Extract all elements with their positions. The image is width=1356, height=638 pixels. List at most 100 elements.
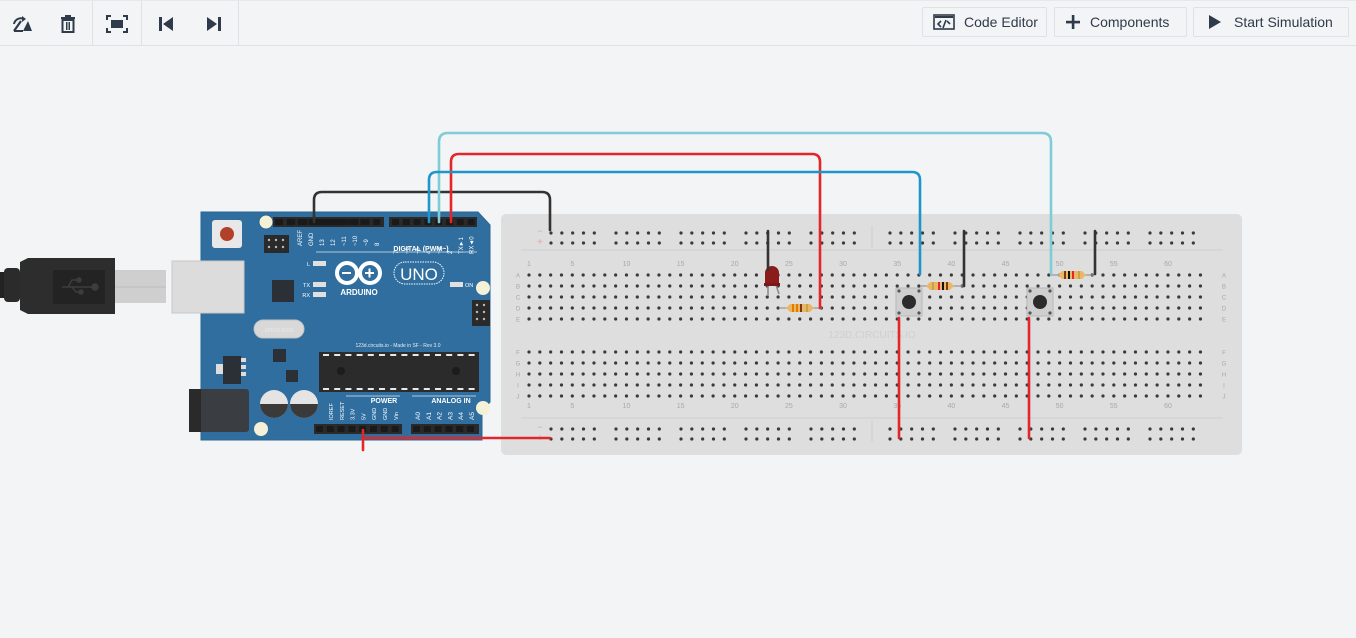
- rail-hole[interactable]: [592, 231, 596, 235]
- rail-hole[interactable]: [841, 437, 846, 441]
- breadboard-hole[interactable]: [1144, 372, 1148, 376]
- breadboard-hole[interactable]: [852, 394, 856, 398]
- rail-hole[interactable]: [931, 427, 935, 431]
- breadboard-hole[interactable]: [830, 295, 834, 299]
- breadboard-hole[interactable]: [538, 295, 542, 299]
- breadboard-hole[interactable]: [679, 394, 683, 398]
- breadboard-hole[interactable]: [808, 361, 813, 365]
- breadboard-hole[interactable]: [819, 350, 824, 354]
- breadboard-hole[interactable]: [776, 295, 780, 299]
- breadboard-hole[interactable]: [1155, 383, 1159, 387]
- breadboard-hole[interactable]: [679, 350, 683, 354]
- breadboard-hole[interactable]: [1036, 317, 1040, 321]
- breadboard-hole[interactable]: [559, 295, 564, 299]
- rail-hole[interactable]: [1083, 231, 1087, 235]
- wire-red-5v[interactable]: [361, 428, 552, 452]
- breadboard-hole[interactable]: [819, 372, 824, 376]
- breadboard-hole[interactable]: [884, 273, 888, 277]
- breadboard-hole[interactable]: [603, 284, 607, 288]
- breadboard-hole[interactable]: [928, 361, 932, 365]
- header-pin[interactable]: [391, 426, 399, 432]
- breadboard-hole[interactable]: [852, 383, 856, 387]
- breadboard-hole[interactable]: [1112, 350, 1116, 354]
- breadboard-hole[interactable]: [852, 295, 856, 299]
- breadboard-hole[interactable]: [549, 372, 553, 376]
- breadboard-hole[interactable]: [928, 383, 932, 387]
- breadboard-hole[interactable]: [1068, 350, 1073, 354]
- breadboard-hole[interactable]: [679, 295, 683, 299]
- breadboard-hole[interactable]: [581, 350, 585, 354]
- breadboard-hole[interactable]: [1079, 317, 1083, 321]
- breadboard-hole[interactable]: [949, 317, 953, 321]
- breadboard-hole[interactable]: [657, 372, 661, 376]
- breadboard-hole[interactable]: [527, 394, 531, 398]
- breadboard-hole[interactable]: [971, 361, 975, 365]
- breadboard-hole[interactable]: [570, 383, 574, 387]
- rail-hole[interactable]: [964, 427, 968, 431]
- rail-hole[interactable]: [1180, 437, 1185, 441]
- breadboard-hole[interactable]: [808, 350, 813, 354]
- breadboard-hole[interactable]: [798, 361, 802, 365]
- rail-hole[interactable]: [920, 427, 925, 431]
- rail-hole[interactable]: [1029, 241, 1033, 245]
- breadboard-hole[interactable]: [1133, 273, 1138, 277]
- breadboard-hole[interactable]: [971, 383, 975, 387]
- breadboard-hole[interactable]: [1090, 350, 1094, 354]
- rail-hole[interactable]: [899, 231, 903, 235]
- rail-hole[interactable]: [1105, 427, 1109, 431]
- breadboard-hole[interactable]: [1166, 394, 1170, 398]
- breadboard-hole[interactable]: [1188, 284, 1192, 288]
- rail-hole[interactable]: [560, 231, 564, 235]
- breadboard-hole[interactable]: [884, 361, 888, 365]
- rail-hole[interactable]: [852, 437, 856, 441]
- breadboard-hole[interactable]: [657, 273, 661, 277]
- breadboard-hole[interactable]: [1144, 361, 1148, 365]
- breadboard-hole[interactable]: [993, 372, 997, 376]
- breadboard-hole[interactable]: [1155, 394, 1159, 398]
- breadboard-hole[interactable]: [646, 317, 650, 321]
- breadboard-hole[interactable]: [830, 317, 834, 321]
- wire-blue-pin4[interactable]: [427, 170, 922, 276]
- rail-hole[interactable]: [831, 437, 835, 441]
- header-pin[interactable]: [413, 426, 420, 432]
- breadboard-hole[interactable]: [733, 317, 737, 321]
- breadboard-hole[interactable]: [1079, 295, 1083, 299]
- breadboard-hole[interactable]: [1123, 284, 1127, 288]
- breadboard-hole[interactable]: [689, 273, 694, 277]
- breadboard-hole[interactable]: [614, 394, 618, 398]
- rail-hole[interactable]: [1061, 241, 1065, 245]
- breadboard-hole[interactable]: [1144, 273, 1148, 277]
- breadboard-hole[interactable]: [863, 372, 867, 376]
- breadboard-hole[interactable]: [917, 361, 921, 365]
- header-pin[interactable]: [276, 219, 283, 225]
- breadboard-hole[interactable]: [1198, 273, 1203, 277]
- breadboard-hole[interactable]: [559, 273, 564, 277]
- rail-hole[interactable]: [931, 231, 935, 235]
- rail-hole[interactable]: [646, 437, 651, 441]
- breadboard-hole[interactable]: [787, 284, 791, 288]
- rail-hole[interactable]: [852, 427, 856, 431]
- breadboard-hole[interactable]: [841, 372, 845, 376]
- breadboard-hole[interactable]: [1198, 383, 1203, 387]
- breadboard-hole[interactable]: [1198, 295, 1203, 299]
- breadboard-hole[interactable]: [841, 394, 845, 398]
- breadboard-hole[interactable]: [960, 383, 964, 387]
- rail-hole[interactable]: [1115, 231, 1120, 235]
- breadboard-hole[interactable]: [635, 284, 639, 288]
- rail-hole[interactable]: [985, 231, 990, 235]
- breadboard-hole[interactable]: [733, 394, 737, 398]
- rail-hole[interactable]: [744, 231, 748, 235]
- breadboard-hole[interactable]: [906, 350, 910, 354]
- breadboard-hole[interactable]: [863, 295, 867, 299]
- breadboard-hole[interactable]: [614, 361, 618, 365]
- breadboard-hole[interactable]: [1014, 284, 1018, 288]
- breadboard-hole[interactable]: [624, 295, 629, 299]
- breadboard-hole[interactable]: [1079, 372, 1083, 376]
- breadboard-hole[interactable]: [938, 306, 943, 310]
- rail-hole[interactable]: [614, 231, 618, 235]
- rail-hole[interactable]: [625, 231, 629, 235]
- breadboard-hole[interactable]: [928, 317, 932, 321]
- breadboard[interactable]: 123D.CIRCUITS.IO − + − + 115510101515202…: [501, 214, 1242, 455]
- header-pin[interactable]: [319, 219, 327, 225]
- breadboard-hole[interactable]: [884, 372, 888, 376]
